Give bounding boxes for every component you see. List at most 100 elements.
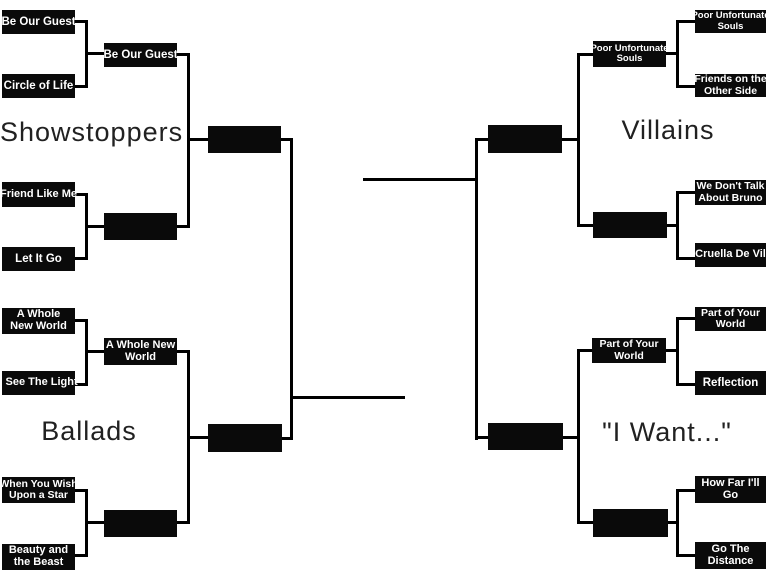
slot-label: When You Wish xyxy=(0,477,78,490)
slot-label: Poor Unfortunate xyxy=(590,42,669,54)
connector-line xyxy=(666,52,679,55)
slot-label: Let It Go xyxy=(15,252,62,265)
slot-r1-i-see-the-light[interactable]: I See The Light xyxy=(0,371,78,395)
connector-line xyxy=(85,521,104,524)
connector-line xyxy=(580,349,593,352)
slot-label: World xyxy=(125,350,156,363)
region-title-i-want: "I Want..." xyxy=(602,417,732,447)
connector-line xyxy=(75,489,88,492)
slot-label: Souls xyxy=(616,53,643,64)
connector-line xyxy=(281,138,292,141)
connector-line xyxy=(187,436,208,439)
slot-label: A Whole xyxy=(16,308,61,321)
connector-line xyxy=(75,193,88,196)
slot-label: the Beast xyxy=(13,556,64,568)
connector-line xyxy=(75,85,88,88)
connector-line xyxy=(666,349,679,352)
slot-label: Reflection xyxy=(702,376,759,389)
slot-label: World xyxy=(715,318,746,330)
slot-label: New World xyxy=(10,320,67,332)
connector-line xyxy=(562,436,580,439)
connector-line xyxy=(676,489,695,492)
connector-line xyxy=(75,554,88,557)
connector-line xyxy=(562,138,580,141)
connector-line xyxy=(75,383,88,386)
connector-line xyxy=(676,383,695,386)
connector-line xyxy=(477,138,488,141)
slot-sf-right-bottom-blank[interactable] xyxy=(488,423,563,450)
slot-r1-circle-of-life[interactable]: Circle of Life xyxy=(2,74,75,98)
slot-label: Upon a Star xyxy=(9,489,68,501)
connector-line xyxy=(676,257,695,260)
connector-line xyxy=(75,319,88,322)
connector-line xyxy=(580,521,593,524)
slot-label: Be Our Guest xyxy=(103,48,178,61)
slot-label: Friends on the xyxy=(694,73,767,86)
connector-line xyxy=(85,350,104,353)
slot-r2-winner-be-our-guest[interactable]: Be Our Guest xyxy=(103,43,178,67)
slot-sf-left-bottom-blank[interactable] xyxy=(208,424,282,452)
slot-label: World xyxy=(614,349,644,362)
slot-r1-cruella-de-vil[interactable]: Cruella De Vil xyxy=(695,243,766,267)
connector-line xyxy=(85,52,104,55)
connector-line xyxy=(676,20,695,23)
connector-line xyxy=(177,53,187,56)
slot-label: How Far I'll xyxy=(701,476,760,489)
connector-line xyxy=(75,20,88,23)
slot-r2-showstoppers-blank[interactable] xyxy=(104,213,177,240)
connector-line xyxy=(676,554,695,557)
connector-line xyxy=(290,396,405,399)
slot-r1-reflection[interactable]: Reflection xyxy=(695,371,766,395)
connector-line xyxy=(580,224,593,227)
slot-r2-i-want-blank[interactable] xyxy=(593,509,668,537)
connector-line xyxy=(282,437,292,440)
connector-line xyxy=(676,317,695,320)
slot-label: About Bruno xyxy=(698,191,763,204)
slot-label: Souls xyxy=(717,20,744,32)
slot-label: Part of Your xyxy=(700,306,761,319)
slot-sf-right-top-blank[interactable] xyxy=(488,125,562,153)
slot-label: I See The Light xyxy=(0,376,78,389)
slot-label: A Whole New xyxy=(105,338,176,351)
slot-label: Part of Your xyxy=(599,338,659,351)
slot-r2-villains-blank[interactable] xyxy=(593,212,667,238)
connector-line xyxy=(290,138,293,440)
connector-line xyxy=(475,138,478,440)
slot-sf-left-top-blank[interactable] xyxy=(208,126,281,153)
slot-label: Go xyxy=(722,488,739,501)
connector-line xyxy=(580,53,593,56)
slot-label: Distance xyxy=(707,554,754,567)
slot-r1-be-our-guest[interactable]: Be Our Guest xyxy=(1,10,76,34)
slot-label: Other Side xyxy=(703,84,758,97)
region-title-villains: Villains xyxy=(621,115,715,145)
slot-label: Cruella De Vil xyxy=(695,248,766,261)
slot-label: Circle of Life xyxy=(3,79,74,92)
slot-r1-friend-like-me[interactable]: Friend Like Me xyxy=(0,182,78,207)
connector-line xyxy=(187,138,208,141)
region-title-ballads: Ballads xyxy=(41,416,137,446)
slot-label: Friend Like Me xyxy=(0,187,78,200)
slot-label: We Don't Talk xyxy=(696,180,765,193)
connector-line xyxy=(363,178,477,181)
connector-line xyxy=(676,85,695,88)
connector-line xyxy=(666,224,679,227)
connector-line xyxy=(667,521,679,524)
slot-r2-ballads-blank[interactable] xyxy=(104,510,177,537)
slot-r1-let-it-go[interactable]: Let It Go xyxy=(2,247,75,271)
slot-label: Poor Unfortunate xyxy=(691,10,767,22)
connector-line xyxy=(676,191,695,194)
slot-label: Be Our Guest xyxy=(1,15,76,28)
